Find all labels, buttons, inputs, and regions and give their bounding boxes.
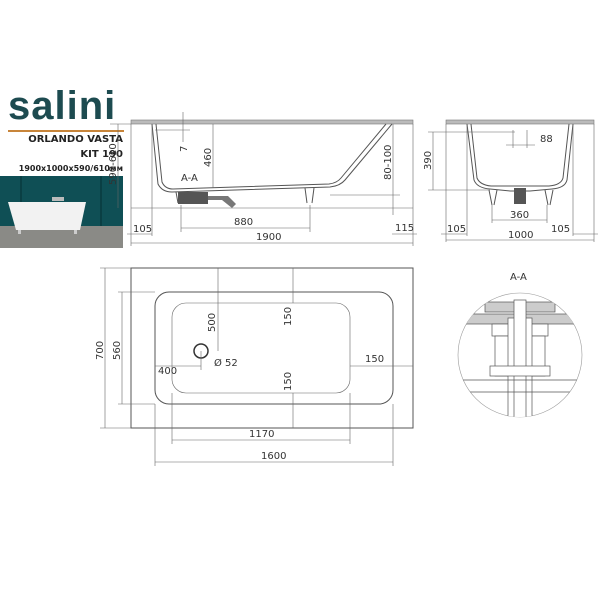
dim-drain-from-top: 500 <box>207 313 218 332</box>
dim-width: 1000 <box>508 230 533 241</box>
plan-view: 700 560 500 150 400 Ø 52 150 150 1170 16… <box>95 267 414 466</box>
dim-end-feet-spacing: 360 <box>510 210 529 221</box>
bathtub-photo-icon <box>0 176 123 248</box>
dim-drain-from-end: 400 <box>158 366 177 377</box>
dim-drain-diameter: Ø 52 <box>214 357 238 369</box>
dim-overflow: 7 <box>179 146 190 152</box>
model-name: ORLANDO VASTA <box>28 134 123 145</box>
dim-left-offset: 105 <box>133 224 152 235</box>
dim-feet-spacing: 880 <box>234 217 253 228</box>
dim-length: 1900 <box>256 232 281 243</box>
dim-bottom-length: 1170 <box>249 429 274 440</box>
dim-inner-length: 1600 <box>261 451 286 462</box>
dim-bottom-rim: 150 <box>283 372 294 391</box>
section-label: A-A <box>181 173 198 184</box>
product-photo <box>0 176 123 248</box>
brand-logo: salini <box>8 84 117 128</box>
dim-right-offset: 115 <box>395 223 414 234</box>
dimensions-summary: 1900x1000x590/610мм <box>18 164 123 173</box>
dim-top-rim: 150 <box>283 307 294 326</box>
detail-a-a: A-A <box>457 272 583 418</box>
dim-outer-width: 700 <box>95 341 106 360</box>
dim-right-rim: 150 <box>365 354 384 365</box>
end-view: 390 88 360 105 105 1000 <box>423 119 598 242</box>
side-view: 590-610 7 460 A-A 80-100 880 105 115 190… <box>108 112 417 246</box>
dim-end-depth: 390 <box>423 151 434 170</box>
dim-feet-adjust: 80-100 <box>383 145 394 180</box>
detail-label: A-A <box>510 272 527 283</box>
dim-inner-width: 560 <box>112 341 123 360</box>
dim-depth: 460 <box>203 148 214 167</box>
dim-height: 590-610 <box>108 143 119 185</box>
dim-end-right-offset: 105 <box>551 224 570 235</box>
dim-end-left-offset: 105 <box>447 224 466 235</box>
dim-drain-width: 88 <box>540 134 553 145</box>
divider <box>8 130 124 132</box>
kit-name: KIT 190 <box>80 149 123 160</box>
